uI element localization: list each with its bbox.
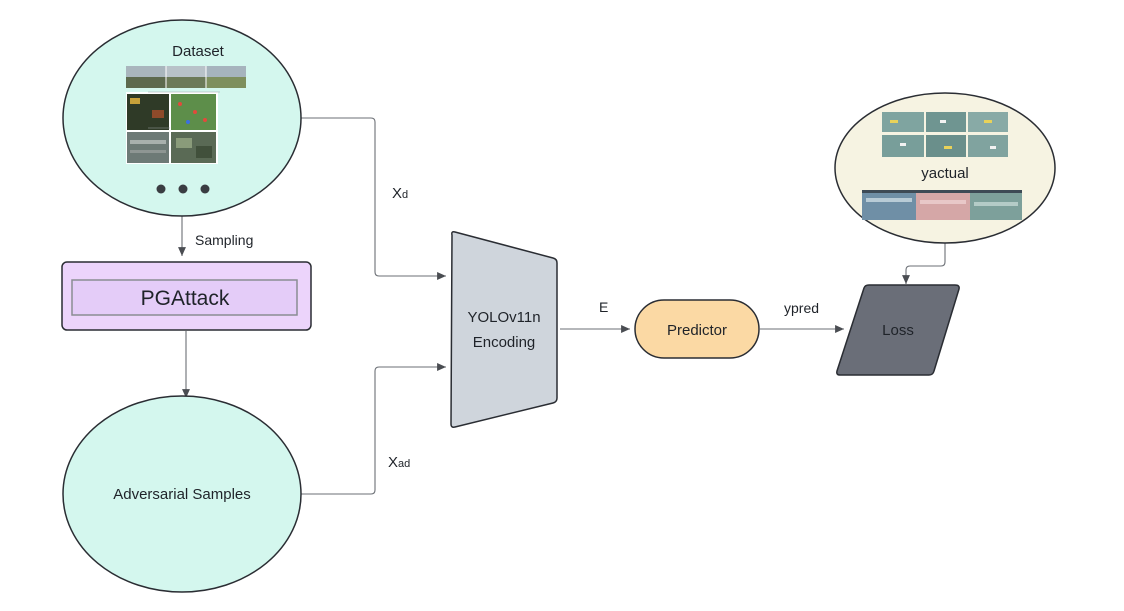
adversarial-ellipse: [62, 395, 302, 593]
dataset-thumbnails: [126, 66, 246, 164]
xd-sub: d: [402, 189, 408, 201]
pgattack-inner-box: [71, 279, 298, 316]
edge-adversarial-to-encoder: [300, 363, 446, 495]
loss-label: Loss: [882, 322, 914, 339]
encoder-trapezoid: [450, 231, 558, 428]
pgattack-node: PGAttack: [61, 261, 312, 331]
pgattack-label: PGAttack: [141, 287, 230, 310]
xd-main: X: [392, 185, 402, 202]
sampling-label: Sampling: [195, 232, 253, 248]
xad-label: Xad: [388, 454, 410, 471]
dataset-node: Dataset: [62, 19, 302, 217]
dataset-label: Dataset: [172, 43, 225, 60]
yactual-thumbnails-top: [882, 112, 1008, 157]
adversarial-node: Adversarial Samples: [62, 395, 302, 593]
ypred-label: ypred: [784, 300, 819, 316]
yactual-thumbnails-bottom: [862, 190, 1022, 220]
adversarial-label: Adversarial Samples: [113, 486, 251, 503]
yactual-node: yactual: [834, 92, 1056, 244]
e-label: E: [599, 299, 608, 315]
edge-yactual-to-loss: [902, 240, 946, 284]
loss-parallelogram: [836, 284, 960, 376]
encoder-label-line2: Encoding: [473, 334, 536, 351]
xad-main: X: [388, 454, 398, 471]
xad-sub: ad: [398, 458, 410, 470]
predictor-label: Predictor: [667, 322, 727, 339]
more-dots-icon: [156, 184, 210, 194]
loss-node: Loss: [836, 284, 960, 376]
xd-label: Xd: [392, 185, 408, 202]
encoder-node: YOLOv11n Encoding: [450, 231, 558, 428]
predictor-node: Predictor: [634, 299, 760, 359]
yactual-label: yactual: [921, 165, 969, 182]
predictor-pill: [634, 299, 760, 359]
edges: [178, 117, 946, 495]
edge-dataset-to-encoder: [300, 117, 446, 280]
encoder-label-line1: YOLOv11n: [467, 309, 540, 326]
